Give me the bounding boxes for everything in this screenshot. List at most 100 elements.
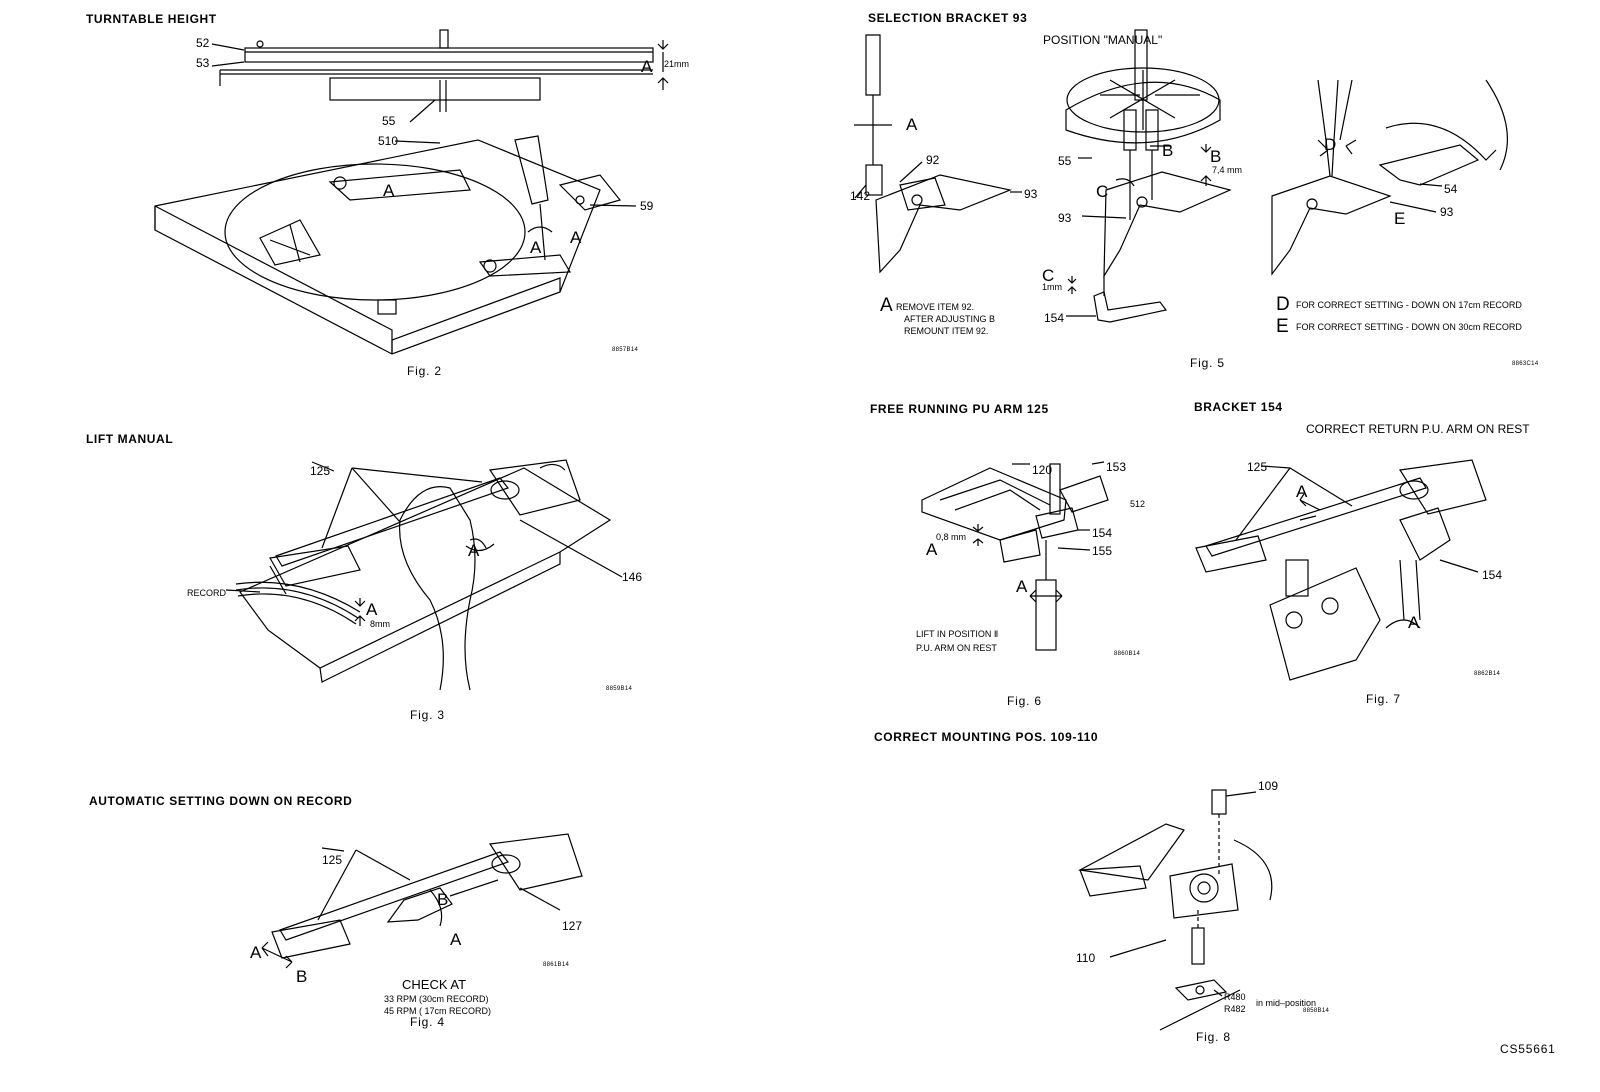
headshell [269, 545, 361, 587]
fig6-title: FREE RUNNING PU ARM 125 [870, 402, 1049, 416]
fig3-label-a-dim: A [366, 600, 378, 619]
fig5-label-93-center: 93 [1058, 211, 1072, 225]
bracket-93-left [875, 174, 1013, 274]
fig6-label-154: 154 [1092, 526, 1112, 540]
fig4-check-at: CHECK AT [402, 977, 466, 992]
fig3-label-a-lever: A [468, 541, 480, 560]
fig8-label-mid-position: in mid–position [1256, 998, 1316, 1008]
spindle [439, 29, 449, 49]
fig7-caption: Fig. 7 [1366, 692, 1401, 706]
fig2-label-52: 52 [196, 36, 210, 50]
pu-arm-4 [279, 851, 509, 941]
fig5-label-d: D [1324, 135, 1336, 154]
fig6-label-a-1: A [926, 540, 938, 559]
part-110 [1191, 927, 1205, 965]
record-edge [235, 581, 361, 613]
fig5-label-c-2: C [1042, 266, 1054, 285]
fig7-label-a-2: A [1408, 613, 1420, 632]
bracket-154-7 [1399, 507, 1451, 561]
fig2-label-a-1: A [383, 181, 395, 200]
fig7-label-a-1: A [1296, 482, 1308, 501]
potentiometer [1174, 979, 1228, 1001]
arm-pivot-4 [488, 833, 583, 891]
fig5-position-manual: POSITION "MANUAL" [1043, 33, 1162, 47]
fig7-title: BRACKET 154 [1194, 400, 1283, 414]
screwdriver-6 [1035, 579, 1057, 651]
fig5-note-e-letter: E [1276, 316, 1289, 337]
hand [398, 486, 476, 691]
fig5-drawing [854, 29, 1509, 323]
bracket-93-center [1103, 171, 1232, 279]
part-109 [1211, 789, 1227, 815]
fig2-label-a-3: A [570, 228, 582, 247]
fig5-note-e: FOR CORRECT SETTING - DOWN ON 30cm RECOR… [1296, 322, 1522, 332]
fig3-label-146: 146 [622, 570, 642, 584]
fig4-label-b-2: B [437, 890, 448, 909]
fig2-label-53: 53 [196, 56, 210, 70]
fig2-label-59: 59 [640, 199, 654, 213]
fig5-dim-7-4mm: 7,4 mm [1212, 165, 1242, 175]
pu-arm [275, 477, 510, 567]
arm-rest [1378, 144, 1480, 186]
screwdriver-center [1134, 29, 1148, 101]
fig4-rpm-45: 45 RPM ( 17cm RECORD) [384, 1006, 491, 1016]
fig5-label-b-2: B [1210, 147, 1221, 166]
fig5-label-a: A [906, 115, 918, 134]
fig3-label-record: RECORD [187, 588, 227, 598]
motor-block [329, 77, 541, 101]
fig5-label-c-1: C [1096, 182, 1108, 201]
fig7-drawing [1195, 459, 1487, 681]
fig6-caption: Fig. 6 [1007, 694, 1042, 708]
fig5-code: 8863C14 [1512, 361, 1539, 367]
fig5-title: SELECTION BRACKET 93 [868, 11, 1028, 25]
fig5-label-54: 54 [1444, 182, 1458, 196]
pliers [1317, 79, 1353, 141]
dim-arrow-top [657, 40, 669, 50]
fig6-label-a-2: A [1016, 577, 1028, 596]
post-153 [1049, 463, 1061, 515]
fig6-code: 8860B14 [1114, 651, 1141, 657]
chassis-7 [1269, 567, 1381, 681]
bracket-93-right [1271, 175, 1392, 276]
fig2-code: 8857B14 [612, 347, 639, 353]
fig4-label-125: 125 [322, 853, 342, 867]
fig8-label-r480: R480 [1224, 992, 1246, 1002]
arm-pivot [488, 459, 581, 516]
fig5-label-92: 92 [926, 153, 940, 167]
fig2-title: TURNTABLE HEIGHT [86, 12, 217, 26]
fig3-code: 8859B14 [606, 686, 633, 692]
fig6-label-120: 120 [1032, 463, 1052, 477]
fig3-dim-8mm: 8mm [370, 619, 390, 629]
rotate-arrow [465, 543, 495, 552]
fig5-label-e: E [1394, 209, 1405, 228]
fig5-note-a-letter: A [880, 295, 893, 316]
fig6-label-155: 155 [1092, 544, 1112, 558]
fig6-drawing [921, 461, 1109, 651]
fig8-label-109: 109 [1258, 779, 1278, 793]
fig5-label-142: 142 [850, 189, 870, 203]
fig3-caption: Fig. 3 [410, 708, 445, 722]
fig6-dim-0-8mm: 0,8 mm [936, 532, 966, 542]
fig8-title: CORRECT MOUNTING POS. 109-110 [874, 730, 1099, 744]
fig2-label-55: 55 [382, 114, 396, 128]
fig4-label-a-1: A [250, 943, 262, 962]
fig2-label-a-2: A [530, 238, 542, 257]
arm-pivot-7 [1398, 459, 1487, 515]
dim-arrow-bottom [657, 77, 669, 90]
fig2-label-a-dim: A [641, 57, 653, 76]
fig5-label-55: 55 [1058, 154, 1072, 168]
arm-rest-120 [921, 467, 1067, 541]
fig4-label-127: 127 [562, 919, 582, 933]
fig5-note-a-line2: AFTER ADJUSTING B [904, 314, 995, 324]
fig7-code: 8862B14 [1474, 671, 1501, 677]
fig4-label-a-2: A [450, 930, 462, 949]
fig7-label-154: 154 [1482, 568, 1502, 582]
fig4-drawing [261, 833, 583, 969]
fig6-note-lift: LIFT IN POSITION Ⅱ [916, 629, 998, 639]
mount-plate [1169, 863, 1239, 919]
fig2-drawing [154, 29, 669, 355]
pu-arm-8 [1078, 823, 1185, 881]
fig4-label-b-1: B [296, 967, 307, 986]
screwdriver [514, 135, 549, 205]
